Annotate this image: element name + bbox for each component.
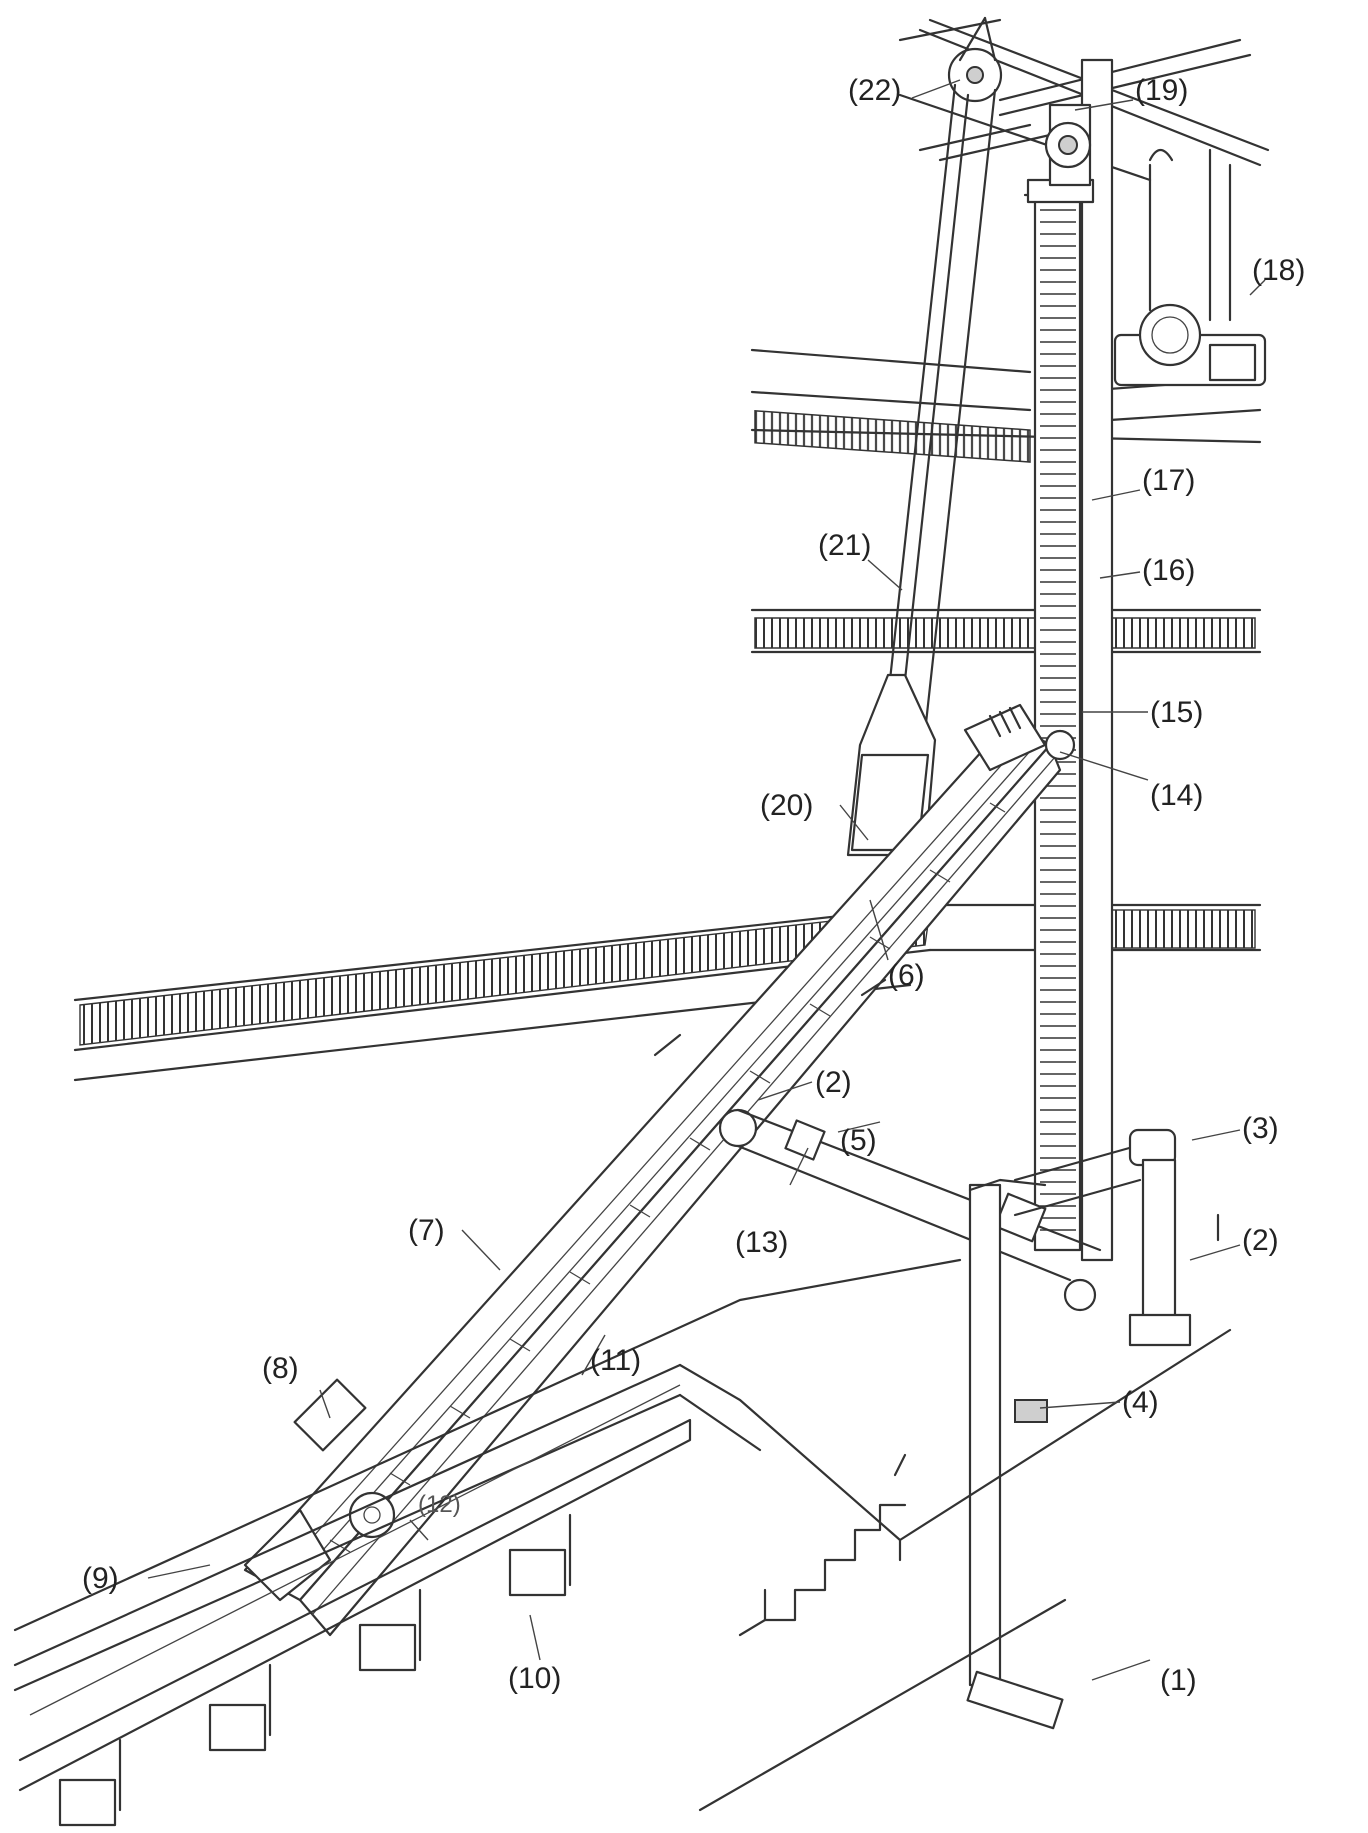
label-4: (4) [1122,1386,1159,1419]
middle-platform [750,608,1262,654]
conveyor-slats [329,802,1006,1553]
upper-platform [750,348,1262,463]
hoist-pulley [947,16,1003,103]
label-15: (15) [1150,696,1203,729]
label-13: (13) [735,1226,788,1259]
label-3: (3) [1242,1112,1279,1145]
label-22: (22) [848,74,901,107]
pipe-system [718,1108,1192,1730]
label-19: (19) [1135,74,1188,107]
label-18: (18) [1252,254,1305,287]
label-6: (6) [888,959,925,992]
label-2-lower: (2) [1242,1224,1279,1257]
label-12: (12) [418,1491,461,1518]
top-pulley [1044,103,1092,187]
label-5: (5) [840,1124,877,1157]
label-7: (7) [408,1214,445,1247]
label-11: (11) [590,1344,641,1377]
label-2-upper: (2) [815,1066,852,1099]
leader-lines [147,79,1266,1681]
label-17: (17) [1142,464,1195,497]
retaining-wall [18,1384,692,1827]
winch-machine [1113,148,1267,387]
label-14: (14) [1150,779,1203,812]
labels: (22) (19) (18) (17) (21) (16) (15) (14) … [82,74,1305,1697]
label-8: (8) [262,1352,299,1385]
label-10: (10) [508,1662,561,1695]
label-9: (9) [82,1562,119,1595]
stairs [738,1503,907,1637]
label-16: (16) [1142,554,1195,587]
vertical-shaft-tower [1023,58,1114,1262]
label-20: (20) [760,789,813,822]
label-21: (21) [818,529,871,562]
label-1: (1) [1160,1664,1197,1697]
floor-structure [13,1258,1232,1812]
lifting-bracket [846,673,937,857]
conveyor-head [963,703,1076,772]
motion-arrows [653,978,1220,1477]
